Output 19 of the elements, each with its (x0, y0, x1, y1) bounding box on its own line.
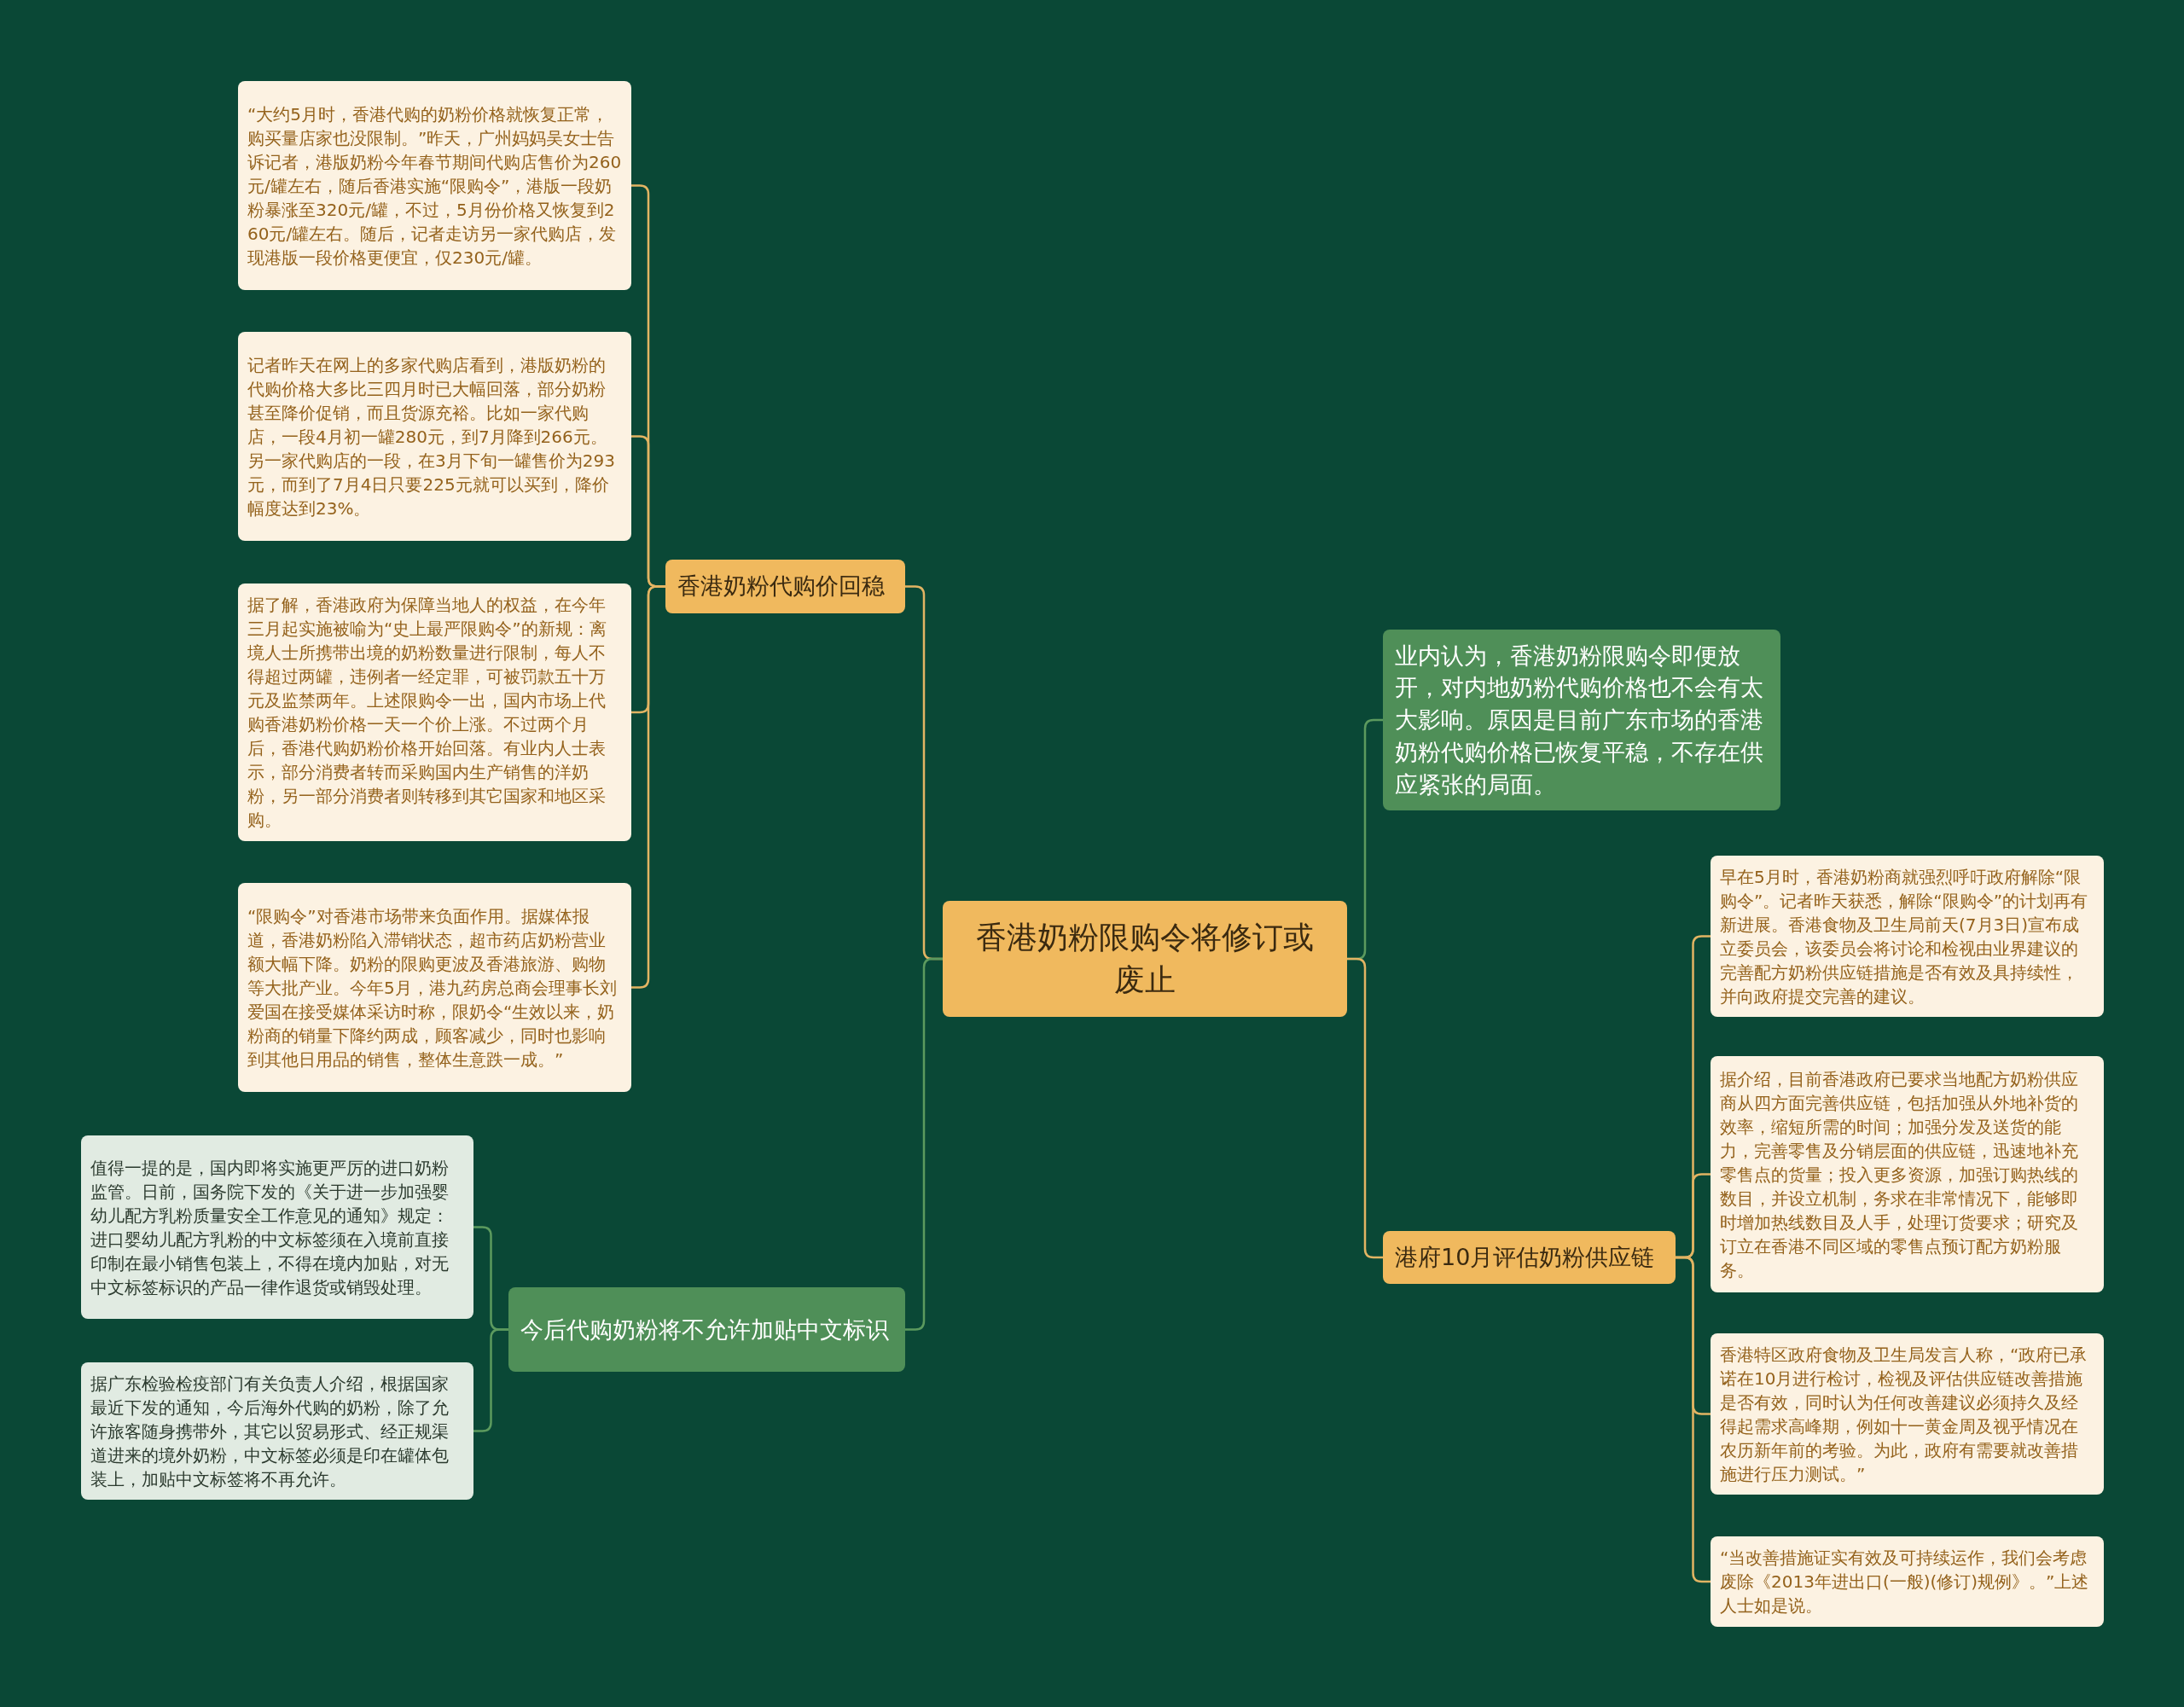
note-card: 记者昨天在网上的多家代购店看到，港版奶粉的代购价格大多比三四月时已大幅回落，部分奶粉甚至降价促销，而且货源充裕。比如一家代购店，一段4月初一罐280元，到7月降到266元。另一家代购店的一段，在3月下旬一罐售价为293元，而到了7月4日只要225元就可以买到，降价幅度达到23%。 (238, 332, 631, 541)
note-card: “大约5月时，香港代购的奶粉价格就恢复正常，购买量店家也没限制。”昨天，广州妈妈吴女士告诉记者，港版奶粉今年春节期间代购店售价为260元/罐左右，随后香港实施“限购令”，港版一段奶粉暴涨至320元/罐，不过，5月份价格又恢复到260元/罐左右。随后，记者走访另一家代购店，发现港版一段价格更便宜，仅230元/罐。 (238, 81, 631, 290)
topic-box: 港府10月评估奶粉供应链 (1383, 1231, 1676, 1284)
note-card: 据了解，香港政府为保障当地人的权益，在今年三月起实施被喻为“史上最严限购令”的新规：离境人士所携带出境的奶粉数量进行限制，每人不得超过两罐，违例者一经定罪，可被罚款五十万元及监禁两年。上述限购令一出，国内市场上代购香港奶粉价格一天一个价上涨。不过两个月后，香港代购奶粉价格开始回落。有业内人士表示，部分消费者转而采购国内生产销售的洋奶粉，另一部分消费者则转移到其它国家和地区采购。 (238, 584, 631, 841)
note-card: 香港特区政府食物及卫生局发言人称，“政府已承诺在10月进行检讨，检视及评估供应链改善措施是否有效，同时认为任何改善建议必须持久及经得起需求高峰期，例如十一黄金周及视乎情况在农历新年前的考验。为此，政府有需要就改善措施进行压力测试。” (1711, 1333, 2104, 1495)
note-card: 据广东检验检疫部门有关负责人介绍，根据国家最近下发的通知，今后海外代购的奶粉，除了允许旅客随身携带外，其它以贸易形式、经正规渠道进来的境外奶粉，中文标签必须是印在罐体包装上，加贴中文标签将不再允许。 (81, 1362, 473, 1500)
topic-box: 今后代购奶粉将不允许加贴中文标识 (508, 1287, 905, 1372)
note-card: 值得一提的是，国内即将实施更严厉的进口奶粉监管。日前，国务院下发的《关于进一步加强婴幼儿配方乳粉质量安全工作意见的通知》规定：进口婴幼儿配方乳粉的中文标签须在入境前直接印制在最小销售包装上，不得在境内加贴，对无中文标签标识的产品一律作退货或销毁处理。 (81, 1135, 473, 1319)
connector-line (1347, 957, 1383, 1259)
note-card: “限购令”对香港市场带来负面作用。据媒体报道，香港奶粉陷入滞销状态，超市药店奶粉营业额大幅下降。奶粉的限购更波及香港旅游、购物等大批产业。今年5月，港九药房总商会理事长刘爱国在接受媒体采访时称，限奶令“生效以来，奶粉商的销量下降约两成，顾客减少，同时也影响到其他日用品的销售，整体生意跌一成。” (238, 883, 631, 1092)
note-card: 据介绍，目前香港政府已要求当地配方奶粉供应商从四方面完善供应链，包括加强从外地补货的效率，缩短所需的时间；加强分发及送货的能力，完善零售及分销层面的供应链，迅速地补充零售点的货量；投入更多资源，加强订购热线的数目，并设立机制，务求在非常情况下，能够即时增加热线数目及人手，处理订货要求；研究及订立在香港不同区域的零售点预订配方奶粉服务。 (1711, 1056, 2104, 1292)
connector-line (473, 1328, 508, 1432)
topic-box: 香港奶粉代购价回稳 (665, 560, 905, 613)
connector-line (1676, 1256, 1711, 1583)
central-topic: 香港奶粉限购令将修订或废止 (943, 901, 1347, 1017)
note-card: 早在5月时，香港奶粉商就强烈呼吁政府解除“限购令”。记者昨天获悉，解除“限购令”的计划再有新进展。香港食物及卫生局前天(7月3日)宣布成立委员会，该委员会将讨论和检视由业界建议的完善配方奶粉供应链措施是否有效及具持续性，并向政府提交完善的建议。 (1711, 856, 2104, 1017)
connector-line (905, 957, 943, 1331)
topic-box: 业内认为，香港奶粉限购令即便放开，对内地奶粉代购价格也不会有太大影响。原因是目前广东市场的香港奶粉代购价格已恢复平稳，不存在供应紧张的局面。 (1383, 630, 1780, 810)
note-card: “当改善措施证实有效及可持续运作，我们会考虑废除《2013年进出口(一般)(修订)规例》。”上述人士如是说。 (1711, 1536, 2104, 1627)
